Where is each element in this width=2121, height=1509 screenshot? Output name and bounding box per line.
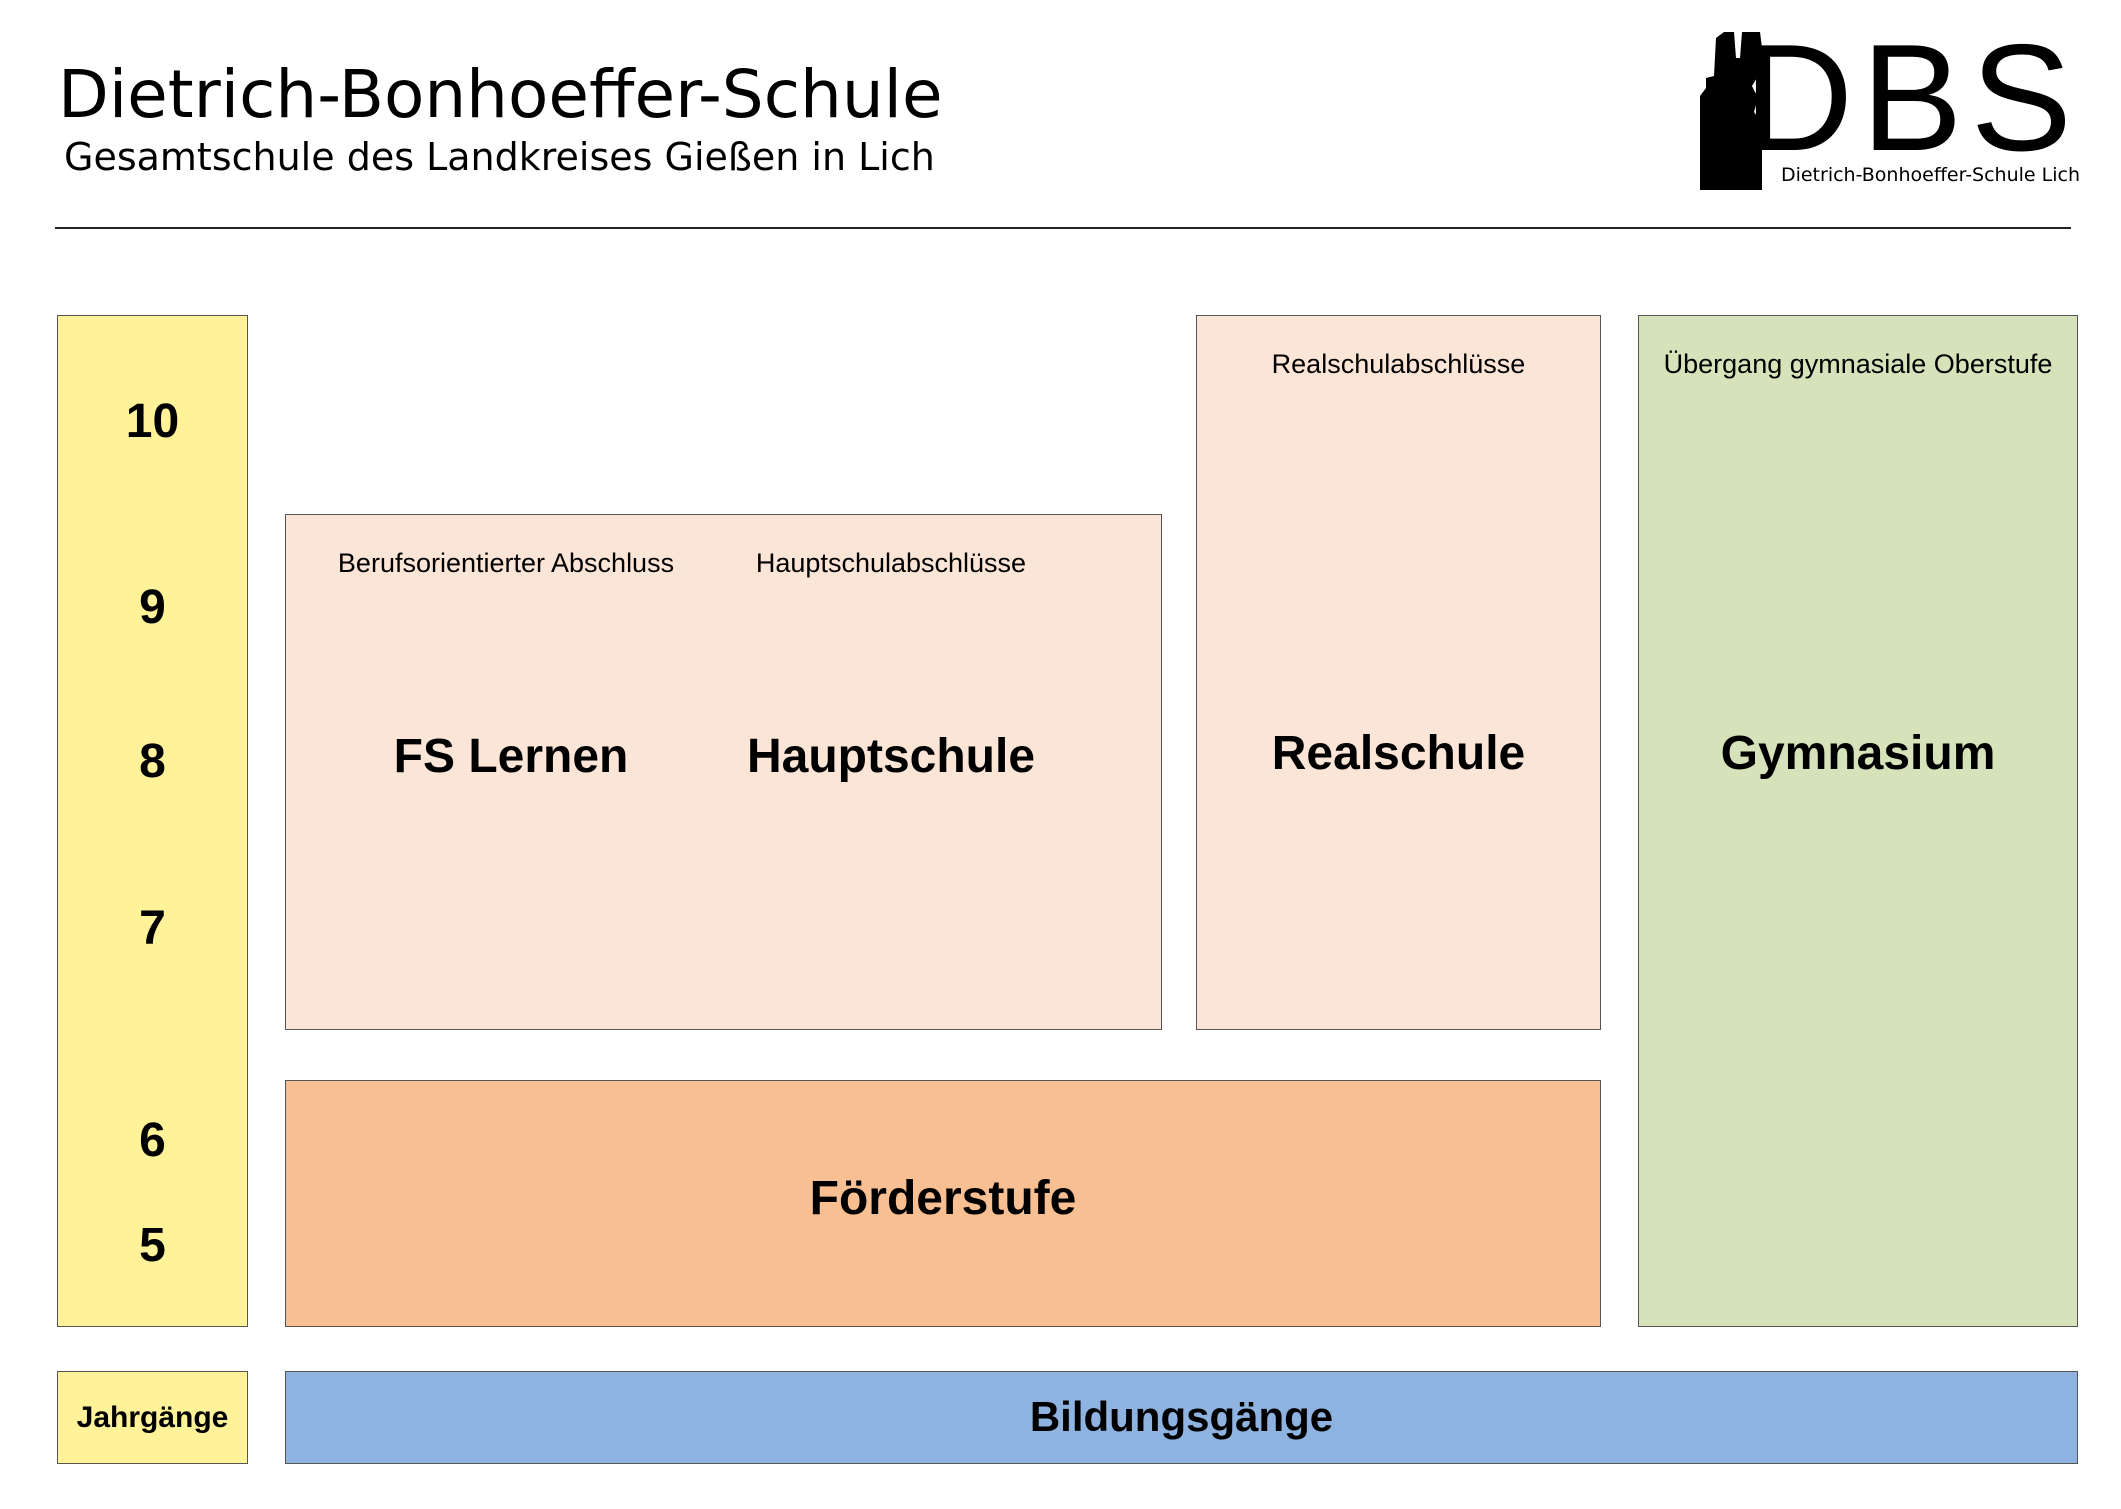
- logo-caption: Dietrich-Bonhoeffer-Schule Lich: [1780, 164, 2080, 186]
- grades-column: 10 9 8 7 6 5: [57, 315, 248, 1327]
- gymnasium-box: Übergang gymnasiale Oberstufe Gymnasium: [1638, 315, 2078, 1327]
- grade-5: 5: [139, 1219, 166, 1272]
- school-subtitle: Gesamtschule des Landkreises Gießen in L…: [64, 135, 935, 179]
- grade-6: 6: [139, 1114, 166, 1167]
- foerderstufe-box: Förderstufe: [285, 1080, 1601, 1327]
- realschule-box: Realschulabschlüsse Realschule: [1196, 315, 1601, 1030]
- tracks-label: Bildungsgänge: [1029, 1393, 1334, 1440]
- grade-8: 8: [139, 735, 166, 788]
- hauptschule-note: Hauptschulabschlüsse: [755, 548, 1027, 578]
- school-title: Dietrich-Bonhoeffer-Schule: [58, 56, 943, 133]
- grade-9: 9: [139, 581, 166, 634]
- school-logo: DBS Dietrich-Bonhoeffer-Schule Lich: [1700, 13, 2080, 190]
- grade-10: 10: [125, 395, 180, 448]
- realschule-label: Realschule: [1271, 727, 1526, 780]
- gymnasium-label: Gymnasium: [1720, 727, 1996, 780]
- gymnasium-note: Übergang gymnasiale Oberstufe: [1663, 349, 2053, 379]
- grades-label-box: Jahrgänge: [57, 1371, 248, 1464]
- lower-tracks-box: Berufsorientierter Abschluss Hauptschula…: [285, 514, 1162, 1030]
- fs-lernen-note: Berufsorientierter Abschluss: [337, 548, 675, 578]
- hauptschule-label: Hauptschule: [746, 730, 1036, 783]
- foerderstufe-label: Förderstufe: [809, 1172, 1077, 1225]
- tracks-label-box: Bildungsgänge: [285, 1371, 2078, 1464]
- grades-label: Jahrgänge: [76, 1401, 229, 1434]
- fs-lernen-label: FS Lernen: [393, 730, 629, 783]
- building-silhouette-icon: [1700, 32, 1762, 190]
- grade-7: 7: [139, 902, 166, 955]
- header-divider: [55, 227, 2071, 229]
- logo-wordmark: DBS: [1743, 13, 2080, 183]
- realschule-note: Realschulabschlüsse: [1271, 349, 1526, 379]
